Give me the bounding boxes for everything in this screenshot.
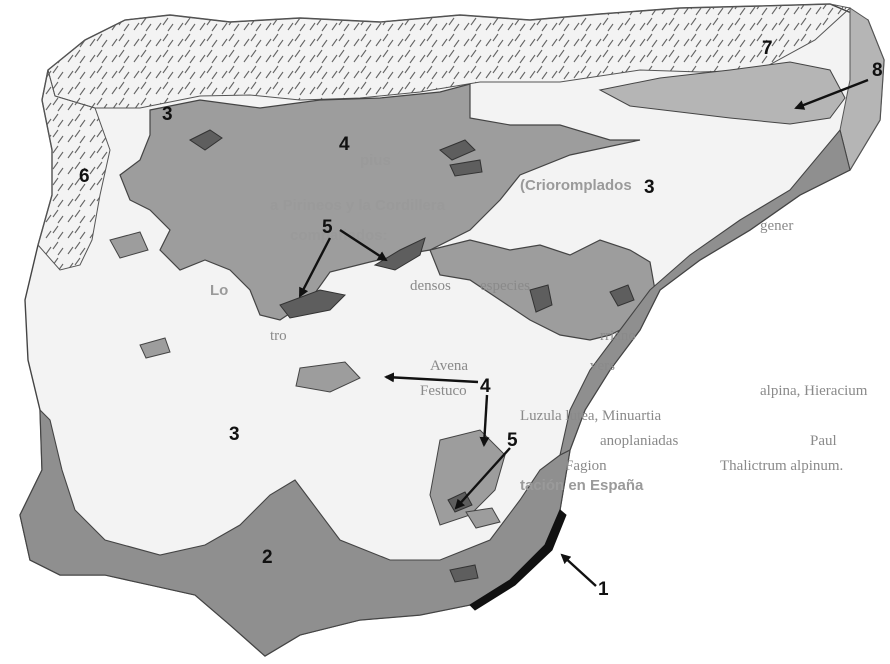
- zone-5-core-iberian-a: [529, 284, 553, 313]
- zone-5-core-iberian-b: [609, 284, 635, 307]
- bg-text-7: gener: [760, 218, 793, 234]
- label-zone-3-east: 3: [644, 177, 655, 198]
- label-zone-7: 7: [762, 38, 773, 59]
- arrow-4-south-b: [479, 394, 490, 447]
- bg-text-2: a Pirineos y la Cordillera: [270, 197, 446, 214]
- bg-text-16: Paul: [810, 433, 837, 449]
- bg-text-14: Luzula lutea, Minuartia: [520, 408, 662, 424]
- zone-4-island-west-b: [139, 337, 171, 359]
- bg-text-18: Thalictrum alpinum.: [720, 458, 843, 474]
- label-zone-4-north: 4: [339, 134, 350, 155]
- bg-text-1: (Crioromplados: [520, 177, 632, 194]
- label-zone-5-south: 5: [507, 430, 518, 451]
- zone-1-coastal-strip: [469, 509, 567, 611]
- arrow-1: [560, 553, 597, 587]
- zone-5-core-cantabrian-b: [439, 139, 476, 161]
- bg-text-3: compañados:: [290, 227, 388, 244]
- label-zone-8: 8: [872, 60, 883, 81]
- zone-arrows: [298, 78, 869, 587]
- zone-2-southern-lowlands: [19, 408, 571, 657]
- bg-text-17: Fagion: [565, 458, 607, 474]
- zone-4-island-west-a: [109, 231, 149, 259]
- arrow-8: [794, 78, 869, 110]
- label-zone-3-northwest: 3: [162, 104, 173, 125]
- zone-5-core-gredos: [279, 289, 347, 319]
- label-zone-3-southwest: 3: [229, 424, 240, 445]
- bg-text-19: tación en España: [520, 477, 644, 494]
- bg-text-5: densos: [410, 278, 451, 294]
- zone-5-core-cantabrian-c: [449, 159, 483, 177]
- zone-5-core-betic-b: [449, 564, 479, 583]
- label-zone-1: 1: [598, 579, 609, 600]
- bg-text-12: Festuco: [420, 383, 467, 399]
- bg-text-13: alpina, Hieracium: [760, 383, 868, 399]
- bg-text-15: anoplaniadas: [600, 433, 678, 449]
- zone-4-island-south-a: [295, 361, 361, 393]
- label-zone-4-south: 4: [480, 376, 491, 397]
- bg-text-9: rriano: [600, 328, 636, 344]
- background-text-bleed: pius (Crioromplados a Pirineos y la Cord…: [210, 152, 868, 494]
- bg-text-8: tro: [270, 328, 287, 344]
- label-zone-2: 2: [262, 547, 273, 568]
- zone-7-hatched-north: [47, 3, 852, 109]
- zone-2-eastern-coast: [559, 128, 851, 457]
- label-zone-6: 6: [79, 166, 90, 187]
- arrow-5-south: [454, 447, 511, 510]
- arrow-4-south-a: [384, 372, 479, 384]
- bg-text-0: pius: [360, 152, 391, 169]
- label-zone-5-north: 5: [322, 217, 333, 238]
- arrow-5-north-a: [298, 237, 332, 298]
- arrow-5-north-b: [339, 228, 388, 262]
- zone-5-core-cantabrian-a: [189, 129, 223, 151]
- bg-text-6: especies: [480, 278, 530, 294]
- bg-text-10: Avena: [430, 358, 468, 374]
- bg-text-4: Lo: [210, 282, 228, 299]
- zone-8-pyrenean-band: [598, 61, 846, 125]
- bg-text-11: vers: [590, 358, 615, 374]
- zone-labels: 3 4 6 3 7 8 5 4 3 5 2 1: [79, 38, 883, 600]
- zone-6-hatched-west: [37, 69, 111, 271]
- zone-5-core-guadarrama: [373, 237, 426, 271]
- zone-4-island-south-c: [465, 507, 501, 529]
